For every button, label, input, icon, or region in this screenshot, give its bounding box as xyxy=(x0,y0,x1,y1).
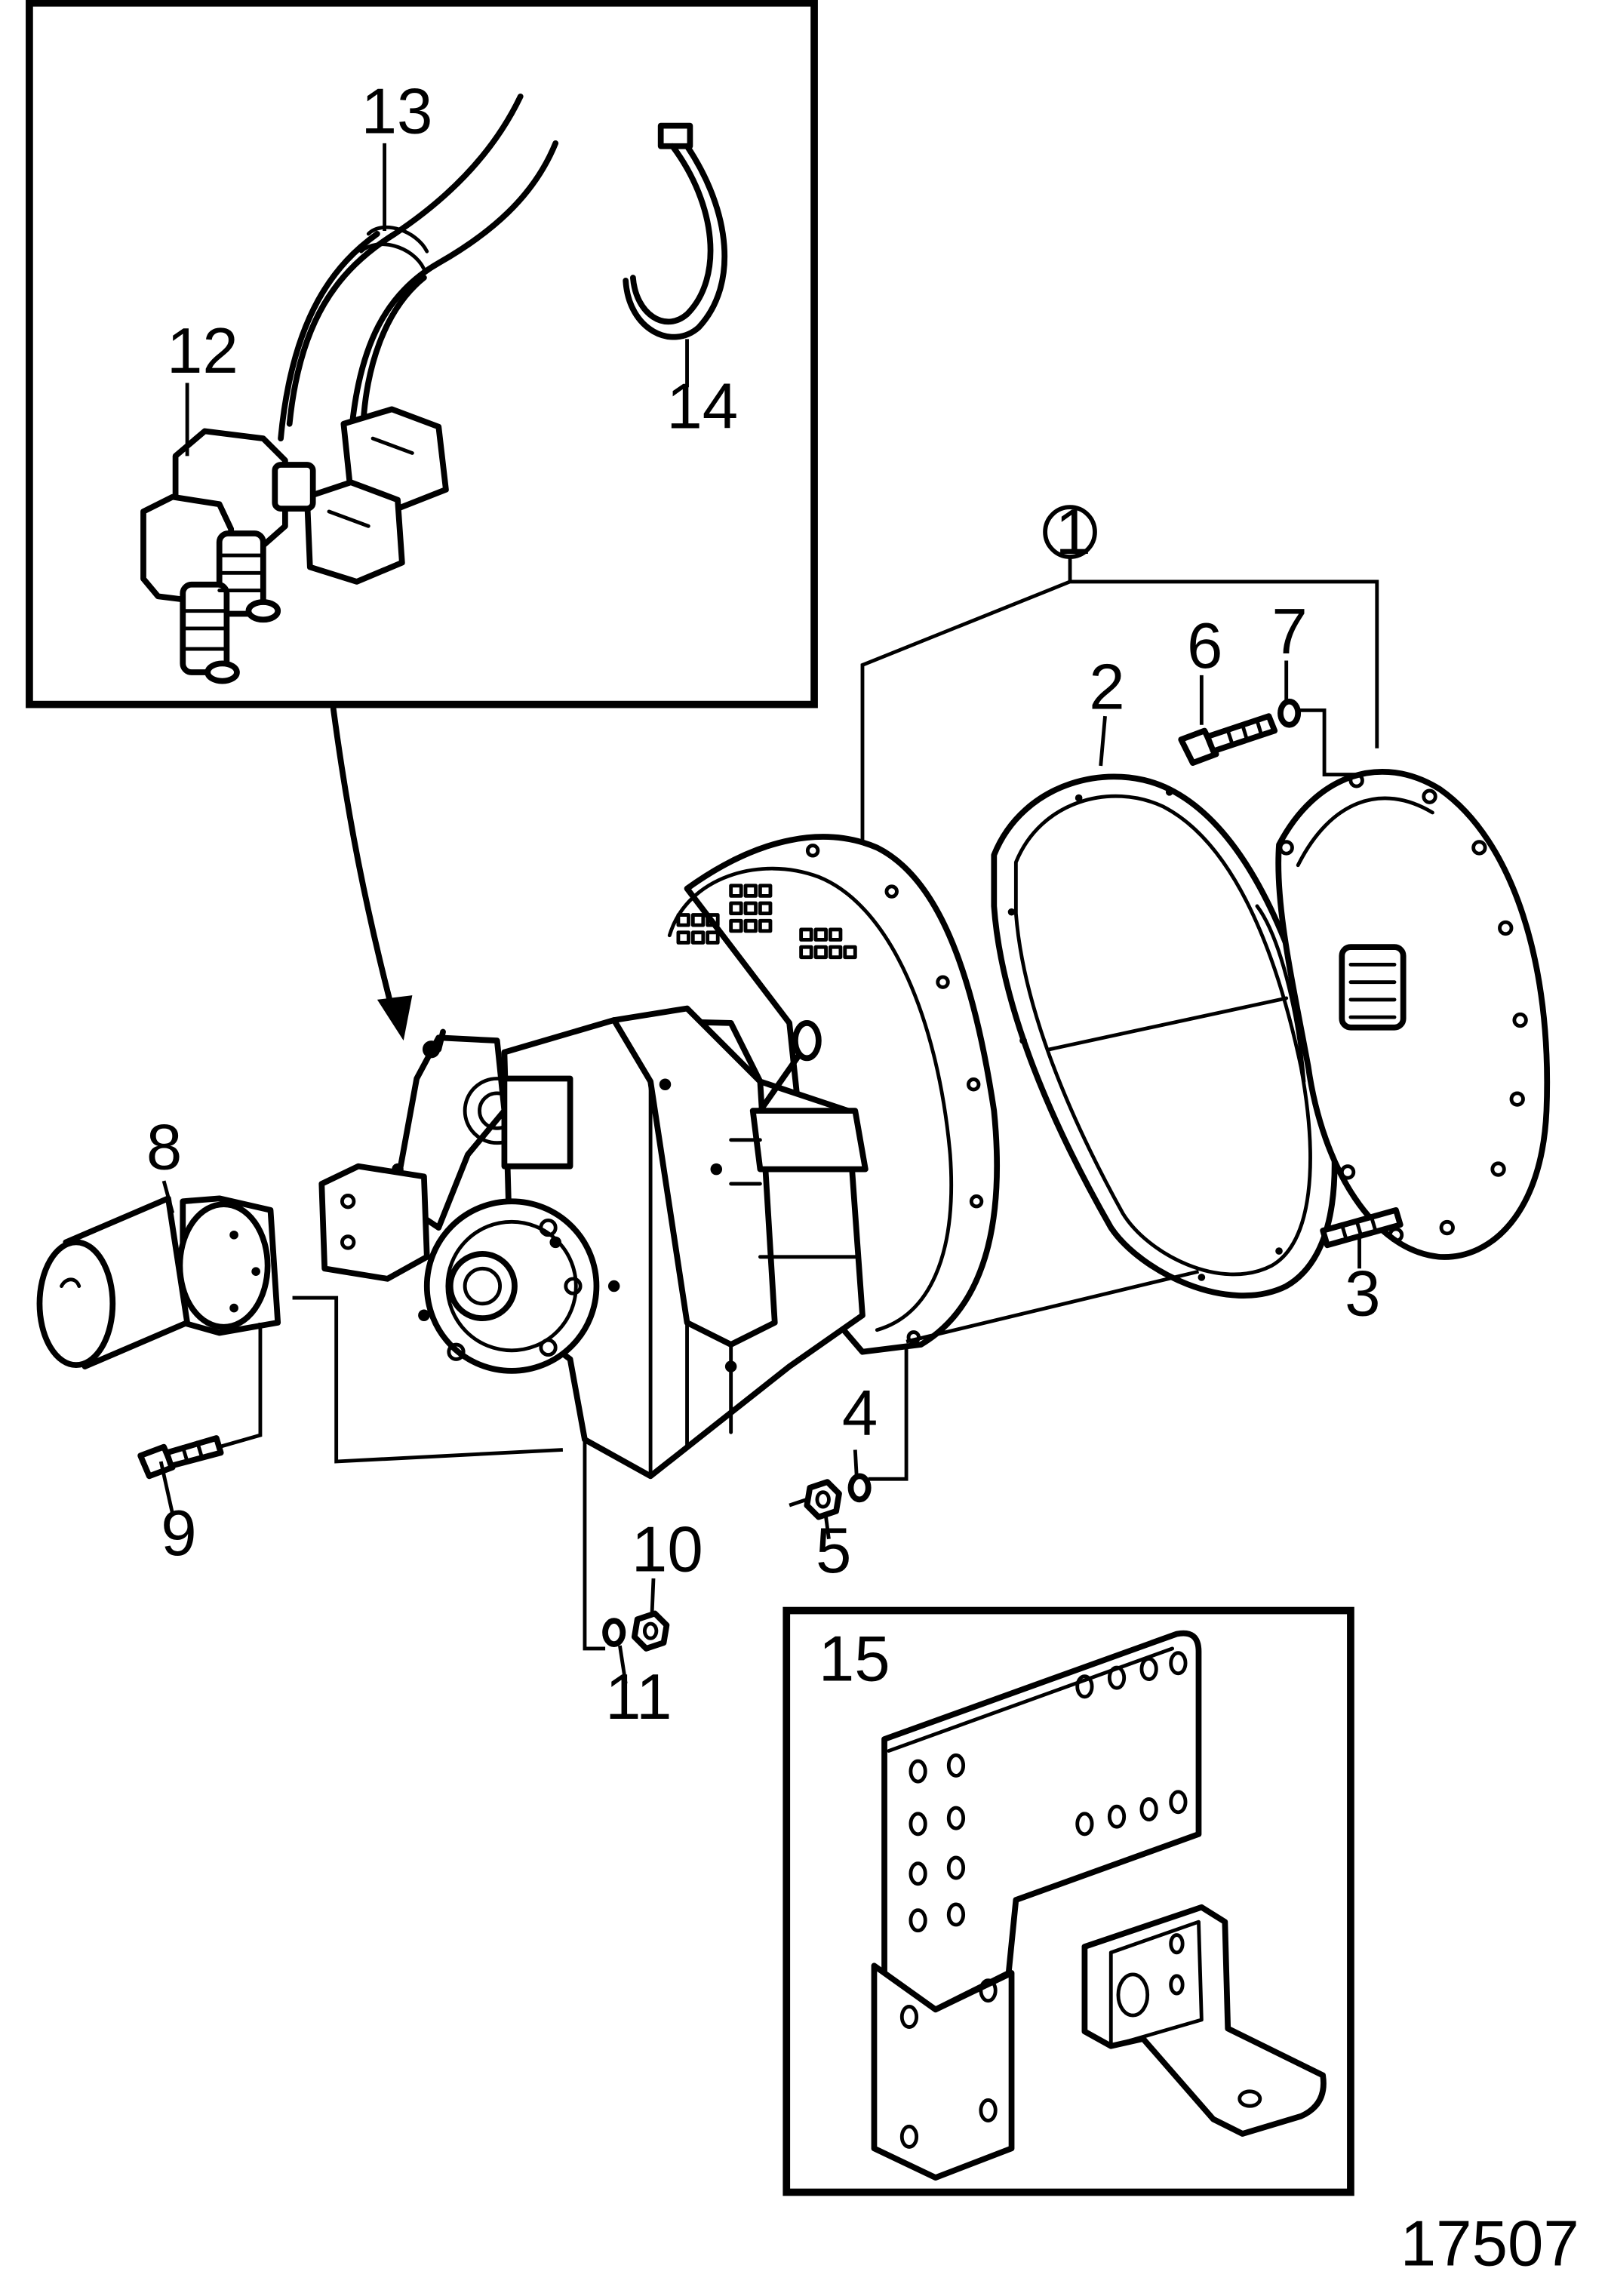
inset-pointer-arrow xyxy=(330,705,413,1041)
callout-11: 11 xyxy=(605,1661,672,1733)
inset-solenoid-hoses: 13 12 14 xyxy=(26,0,818,708)
callout-10: 10 xyxy=(632,1514,703,1585)
nut-10 xyxy=(631,1610,670,1652)
bracket-plate xyxy=(871,1630,1202,2181)
kit-1-grouping: 1 xyxy=(860,496,1379,862)
callout-13: 13 xyxy=(361,75,433,147)
housing-vent-slots xyxy=(676,884,857,960)
nut-5 xyxy=(804,1479,842,1520)
callout-1: 1 xyxy=(1056,496,1091,568)
washer-4 xyxy=(847,1473,872,1503)
callout-15: 15 xyxy=(819,1624,890,1695)
bracket-plate-holes xyxy=(899,1651,1188,2149)
output-flange xyxy=(423,1198,600,1374)
callout-8: 8 xyxy=(146,1112,182,1184)
hose-connectors xyxy=(272,406,449,585)
gearbox-body xyxy=(318,1005,869,1480)
leader-lines xyxy=(158,660,1361,1684)
flex-plate-hub xyxy=(1339,944,1407,1031)
callout-9: 9 xyxy=(161,1498,196,1569)
callout-12: 12 xyxy=(167,315,238,387)
solenoid-valve xyxy=(140,428,288,684)
lock-washer-7 xyxy=(1277,698,1366,777)
hydraulic-pump xyxy=(318,1163,430,1282)
stud-3 xyxy=(1320,1206,1404,1249)
callout-6: 6 xyxy=(1187,610,1222,682)
callout-7: 7 xyxy=(1271,596,1307,668)
washer-11 xyxy=(602,1618,626,1647)
callout-2: 2 xyxy=(1089,651,1124,723)
figure-number: 17507 xyxy=(1400,2208,1579,2279)
flywheel-housing xyxy=(667,834,1001,1355)
housing-bolt-holes xyxy=(805,844,984,1345)
screw-9 xyxy=(137,1435,224,1480)
callout-5: 5 xyxy=(816,1515,851,1587)
gasket-ring xyxy=(991,773,1338,1299)
screw-6 xyxy=(1178,713,1278,766)
callout-3: 3 xyxy=(1345,1258,1380,1329)
bracket-foot xyxy=(1081,1904,1327,2137)
cable-tie xyxy=(623,122,727,340)
inset-engine-bracket: 15 xyxy=(782,1606,1354,2196)
hose-bundle xyxy=(278,93,559,449)
callout-4: 4 xyxy=(842,1378,878,1449)
callout-14: 14 xyxy=(666,371,738,443)
oil-filter-8 xyxy=(36,1195,281,1369)
flex-plate xyxy=(1275,769,1551,1260)
